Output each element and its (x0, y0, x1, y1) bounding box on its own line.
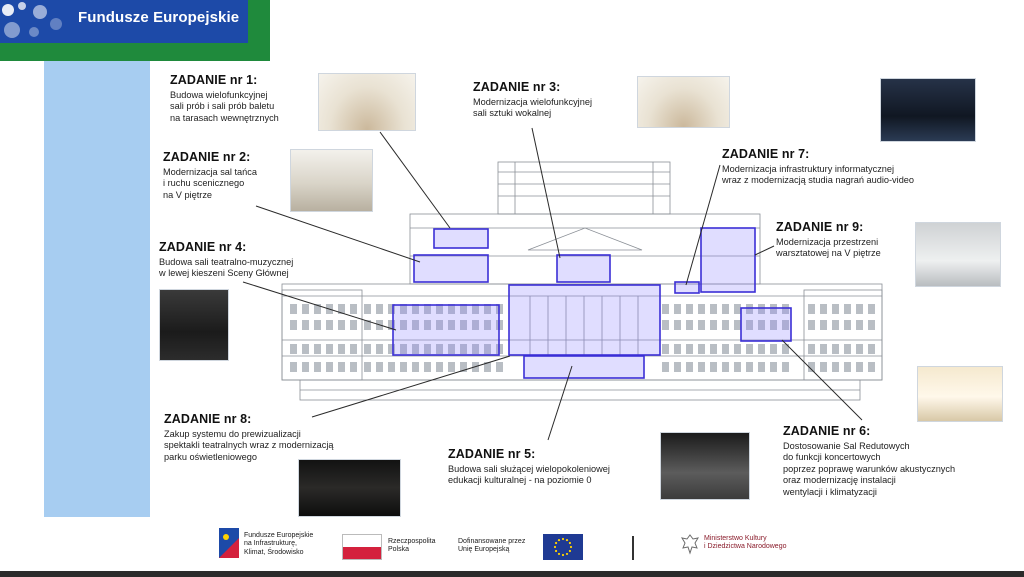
task-6-label: ZADANIE nr 6: Dostosowanie Sal Redutowyc… (783, 424, 955, 498)
eu-line-2: Unię Europejską (458, 546, 510, 554)
task-7-label: ZADANIE nr 7: Modernizacja infrastruktur… (722, 147, 914, 187)
eu-stars-icon (2, 2, 62, 38)
fe-text: Fundusze Europejskie na Infrastrukturę, … (244, 532, 313, 557)
building-facade-drawing (242, 127, 883, 441)
brand-band-blue (0, 0, 248, 43)
task-7-line-2: wraz z modernizacją studia nagrań audio-… (722, 175, 915, 186)
eu-text: Dofinansowane przez Unię Europejską (458, 538, 525, 555)
leader-task-7 (685, 164, 721, 286)
task-2-label: ZADANIE nr 2: Modernizacja sal tańca i r… (163, 150, 257, 201)
task-3-line-2: sali sztuki wokalnej (473, 108, 552, 119)
pl-text: Rzeczpospolita Polska (388, 538, 435, 555)
fe-line-1: Fundusze Europejskie (244, 532, 314, 539)
leader-task-1 (379, 131, 451, 229)
eu-flag-icon (543, 534, 583, 560)
task-4-line-1: Budowa sali teatralno-muzycznej (159, 256, 294, 267)
task-4-label: ZADANIE nr 4: Budowa sali teatralno-muzy… (159, 240, 293, 280)
task-6-line-4: oraz modernizację instalacji (783, 475, 896, 486)
task-5-title: ZADANIE nr 5: (448, 447, 536, 461)
task-6-line-2: do funkcji koncertowych (783, 452, 881, 463)
task-2-line-2: i ruchu scenicznego (163, 178, 245, 189)
task-2-line-1: Modernizacja sal tańca (163, 166, 257, 177)
photo-task-2 (290, 149, 373, 212)
photo-task-8 (298, 459, 401, 517)
task-6-line-3: poprzez poprawę warunków akustycznych (783, 463, 956, 474)
photo-task-3 (637, 76, 730, 128)
task-3-title: ZADANIE nr 3: (473, 80, 561, 94)
task-1-line-2: sali prób i sali prób baletu (170, 101, 275, 112)
task-8-title: ZADANIE nr 8: (164, 412, 252, 426)
zone-task-2 (413, 254, 489, 283)
zone-task-1 (433, 228, 489, 249)
task-1-title: ZADANIE nr 1: (170, 73, 258, 87)
task-8-line-3: parku oświetleniowego (164, 451, 257, 462)
task-1-label: ZADANIE nr 1: Budowa wielofunkcyjnej sal… (170, 73, 279, 124)
leader-task-4 (242, 281, 397, 331)
footer-logos: Fundusze Europejskie na Infrastrukturę, … (0, 520, 1024, 577)
task-4-line-2: w lewej kieszeni Sceny Głównej (159, 268, 289, 279)
task-9-line-2: warsztatowej na V piętrze (776, 248, 881, 259)
program-title: Fundusze Europejskie (78, 9, 240, 26)
task-2-title: ZADANIE nr 2: (163, 150, 251, 164)
eu-line-1: Dofinansowane przez (458, 538, 526, 545)
leader-task-2 (255, 205, 421, 263)
ministry-text: Ministerstwo Kultury i Dziedzictwa Narod… (704, 535, 786, 552)
task-7-line-1: Modernizacja infrastruktury informatyczn… (722, 163, 895, 174)
task-4-title: ZADANIE nr 4: (159, 240, 247, 254)
footer-bottom-bar (0, 571, 1024, 577)
task-6-title: ZADANIE nr 6: (783, 424, 871, 438)
task-3-line-1: Modernizacja wielofunkcyjnej (473, 96, 592, 107)
task-8-label: ZADANIE nr 8: Zakup systemu do prewizual… (164, 412, 334, 463)
task-7-title: ZADANIE nr 7: (722, 147, 810, 161)
photo-task-7 (880, 78, 976, 142)
ministry-line-1: Ministerstwo Kultury (704, 535, 767, 542)
photo-task-9 (915, 222, 1001, 287)
task-5-label: ZADANIE nr 5: Budowa sali służącej wielo… (448, 447, 610, 487)
leader-task-5 (547, 365, 573, 441)
zone-task-5 (508, 284, 661, 356)
zone-task-4 (392, 304, 500, 356)
leader-task-8 (311, 355, 511, 418)
fe-line-3: Klimat, Środowisko (244, 548, 304, 556)
task-6-line-1: Dostosowanie Sal Redutowych (783, 440, 910, 451)
task-1-line-1: Budowa wielofunkcyjnej (170, 89, 268, 100)
task-3-label: ZADANIE nr 3: Modernizacja wielofunkcyjn… (473, 80, 592, 120)
zone-task-5-lower (523, 355, 645, 379)
task-2-line-3: na V piętrze (163, 189, 213, 200)
task-9-label: ZADANIE nr 9: Modernizacja przestrzeni w… (776, 220, 881, 260)
task-5-line-1: Budowa sali służącej wielopokoleniowej (448, 463, 610, 474)
footer-separator (632, 536, 634, 560)
task-8-line-2: spektakli teatralnych wraz z modernizacj… (164, 440, 334, 451)
photo-task-6 (917, 366, 1003, 422)
ministry-line-2: i Dziedzictwa Narodowego (704, 543, 787, 551)
side-band (44, 61, 150, 517)
pl-line-2: Polska (388, 546, 410, 554)
task-6-line-5: wentylacji i klimatyzacji (783, 486, 877, 497)
leader-task-6 (781, 339, 863, 421)
task-9-line-1: Modernizacja przestrzeni (776, 236, 879, 247)
zone-task-7 (674, 281, 700, 294)
zone-task-3 (556, 254, 611, 283)
pl-line-1: Rzeczpospolita (388, 538, 436, 545)
photo-task-5 (660, 432, 750, 500)
leader-task-9 (754, 245, 775, 256)
task-1-line-3: na tarasach wewnętrznych (170, 112, 279, 123)
zone-task-6 (740, 307, 792, 342)
eagle-emblem-icon (680, 534, 700, 555)
photo-task-4 (159, 289, 229, 361)
task-9-title: ZADANIE nr 9: (776, 220, 864, 234)
zone-task-9 (700, 227, 756, 293)
photo-task-1 (318, 73, 416, 131)
polish-flag-icon (342, 534, 382, 560)
fe-line-2: na Infrastrukturę, (244, 540, 297, 548)
fe-logo-icon (219, 528, 239, 558)
task-5-line-2: edukacji kulturalnej - na poziomie 0 (448, 475, 592, 486)
leader-task-3 (531, 127, 561, 259)
task-8-line-1: Zakup systemu do prewizualizacji (164, 428, 301, 439)
